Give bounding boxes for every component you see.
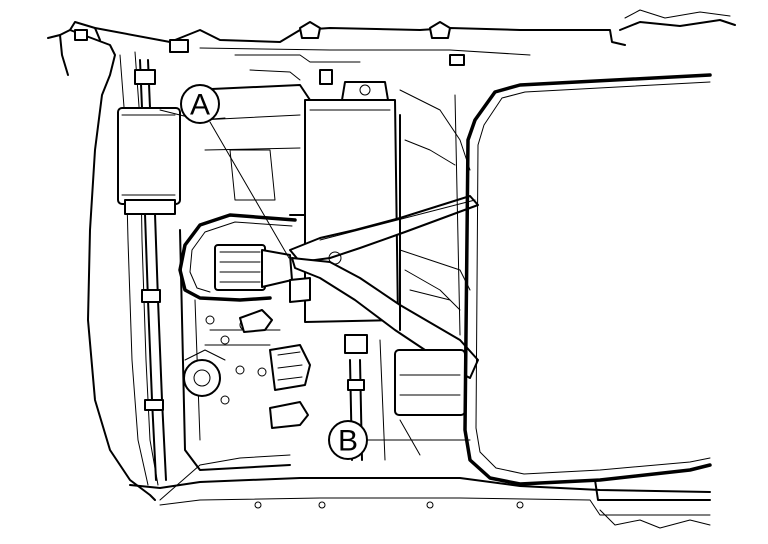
callout-a-leader [209,121,290,259]
bottom-sill [129,454,711,529]
connector-left [214,244,293,291]
lock-actuator-assembly [117,59,226,481]
harness-loop [178,213,297,302]
callout-a-circle [180,84,220,124]
callout-b: B [328,420,471,460]
top-frame [74,9,736,81]
callout-a-label: A [190,89,210,122]
callout-a: A [180,84,290,259]
window-glass-outline [463,73,712,486]
lower-left-connectors [239,309,311,429]
callout-b-label: B [338,425,358,458]
right-side-wiring [399,89,471,336]
callout-b-circle [328,420,368,460]
lower-right-components [344,334,466,461]
pliers-tool [289,195,479,379]
